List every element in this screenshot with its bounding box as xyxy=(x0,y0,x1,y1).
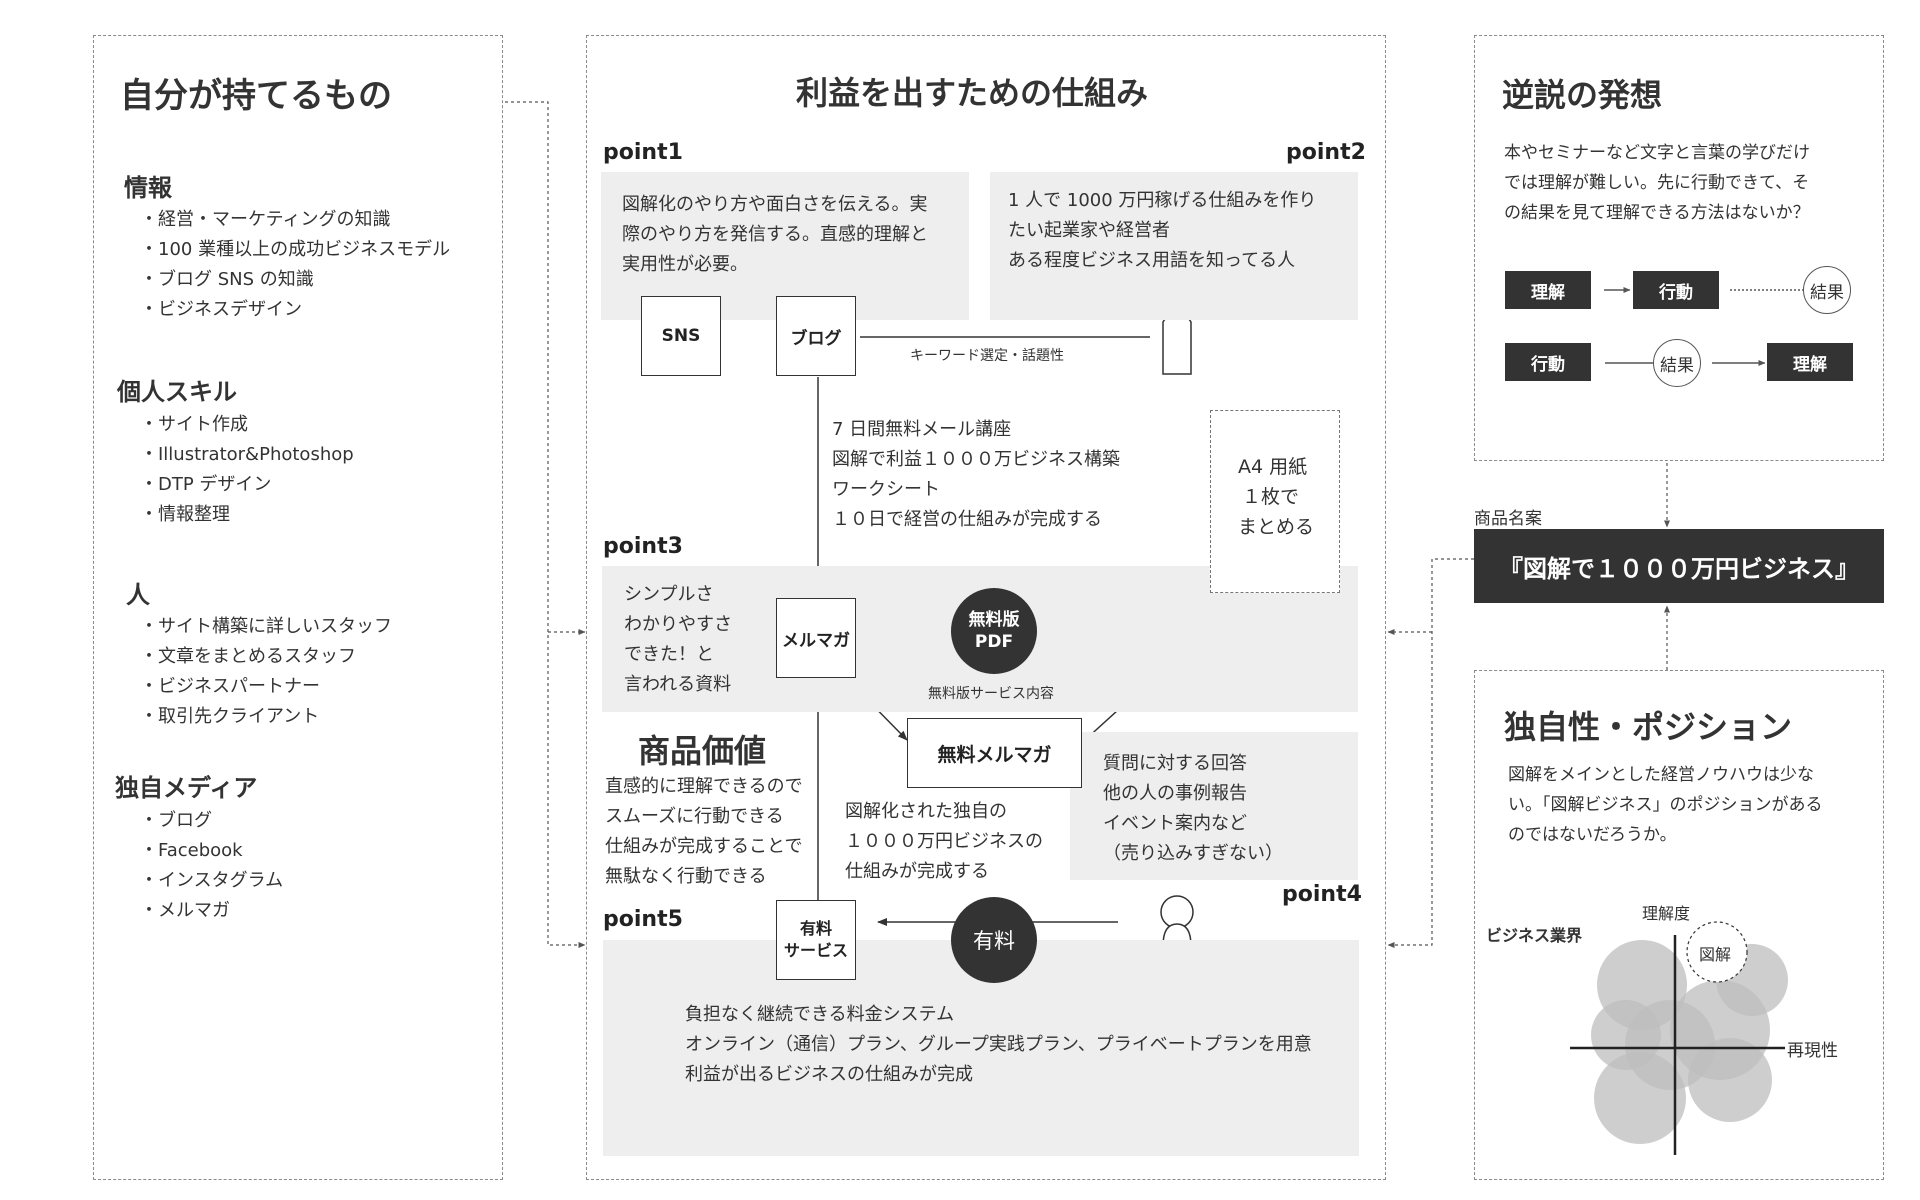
point4-text: 質問に対する回答 他の人の事例報告 イベント案内など （売り込みすぎない） xyxy=(1103,753,1283,864)
point1-area xyxy=(601,172,969,320)
point1-text: 図解化のやり方や面白さを伝える。実 際のやり方を発信する。直感的理解と 実用性が… xyxy=(622,194,928,275)
a4-note-box xyxy=(1210,410,1340,593)
product-name-banner: 『図解で１０００万円ビジネス』 xyxy=(1474,529,1884,603)
list-item: 情報整理 xyxy=(140,500,354,530)
business-industry-label: ビジネス業界 xyxy=(1486,926,1583,945)
section-heading-people: 人 xyxy=(126,581,150,609)
skills-list: サイト作成 Illustrator&Photoshop DTP デザイン 情報整… xyxy=(140,410,354,530)
list-item: サイト構築に詳しいスタッフ xyxy=(140,612,392,642)
point4-label: point4 xyxy=(1282,882,1362,907)
position-title: 独自性・ポジション xyxy=(1504,708,1793,746)
left-panel xyxy=(93,35,503,1180)
paid-circle: 有料 xyxy=(951,897,1037,983)
result-circle: 結果 xyxy=(1803,266,1851,314)
list-item: 経営・マーケティングの知識 xyxy=(140,205,450,235)
understand-tag-2: 理解 xyxy=(1767,343,1853,381)
point5-label: point5 xyxy=(603,907,683,932)
point2-text: 1 人で 1000 万円稼げる仕組みを作り たい起業家や経営者 ある程度ビジネス… xyxy=(1008,190,1317,271)
a4-note-text: A4 用紙 １枚で まとめる xyxy=(1238,456,1315,538)
paradox-panel xyxy=(1474,35,1884,461)
list-item: Illustrator&Photoshop xyxy=(140,440,354,470)
section-heading-info: 情報 xyxy=(124,174,172,202)
center-panel-title: 利益を出すための仕組み xyxy=(796,74,1149,112)
free-merumaga-box: 無料メルマガ xyxy=(907,718,1082,788)
free-pdf-circle: 無料版 PDF xyxy=(951,588,1037,674)
paradox-text: 本やセミナーなど文字と言葉の学びだけ では理解が難しい。先に行動できて、そ の結… xyxy=(1504,143,1810,223)
list-item: ブログ SNS の知識 xyxy=(140,265,450,295)
paid-service-box: 有料 サービス xyxy=(776,900,856,980)
list-item: 100 業種以上の成功ビジネスモデル xyxy=(140,235,450,265)
point3-text: シンプルさ わかりやすさ できた！と 言われる資料 xyxy=(624,584,732,695)
free-service-label: 無料版サービス内容 xyxy=(928,686,1054,702)
list-item: 取引先クライアント xyxy=(140,702,392,732)
position-panel xyxy=(1474,670,1884,1180)
list-item: ブログ xyxy=(140,806,283,836)
keyword-label: キーワード選定・話題性 xyxy=(910,348,1064,364)
media-list: ブログ Facebook インスタグラム メルマガ xyxy=(140,806,283,926)
mail-course-text: 7 日間無料メール講座 図解で利益１０００万ビジネス構築 ワークシート １０日で… xyxy=(832,419,1120,530)
point5-text: 負担なく継続できる料金システム オンライン（通信）プラン、グループ実践プラン、プ… xyxy=(685,1004,1312,1085)
list-item: メルマガ xyxy=(140,896,283,926)
list-item: 文章をまとめるスタッフ xyxy=(140,642,392,672)
zukai-bubble-label: 図解 xyxy=(1699,945,1732,964)
position-text: 図解をメインとした経営ノウハウは少な い。「図解ビジネス」のポジションがある の… xyxy=(1508,765,1823,845)
product-value-heading: 商品価値 xyxy=(638,732,767,770)
merumaga-box: メルマガ xyxy=(776,598,856,678)
list-item: インスタグラム xyxy=(140,866,283,896)
info-list: 経営・マーケティングの知識 100 業種以上の成功ビジネスモデル ブログ SNS… xyxy=(140,205,450,325)
point2-label: point2 xyxy=(1286,140,1366,165)
action-tag-2: 行動 xyxy=(1505,343,1591,381)
paradox-title: 逆説の発想 xyxy=(1502,76,1663,114)
people-list: サイト構築に詳しいスタッフ 文章をまとめるスタッフ ビジネスパートナー 取引先ク… xyxy=(140,612,392,732)
list-item: Facebook xyxy=(140,836,283,866)
understand-tag: 理解 xyxy=(1505,271,1591,309)
section-heading-media: 独自メディア xyxy=(115,774,258,802)
left-panel-title: 自分が持てるもの xyxy=(120,76,392,116)
point2-area xyxy=(990,172,1358,320)
point1-label: point1 xyxy=(603,140,683,165)
list-item: サイト作成 xyxy=(140,410,354,440)
list-item: ビジネスデザイン xyxy=(140,295,450,325)
list-item: DTP デザイン xyxy=(140,470,354,500)
point3-label: point3 xyxy=(603,534,683,559)
product-name-label: 商品名案 xyxy=(1474,509,1542,529)
axis-understanding-label: 理解度 xyxy=(1642,904,1691,923)
zukai-result-text: 図解化された独自の １０００万円ビジネスの 仕組みが完成する xyxy=(845,801,1043,882)
center-panel xyxy=(586,35,1386,1180)
axis-reproducibility-label: 再現性 xyxy=(1787,1041,1838,1061)
point4-area xyxy=(1070,732,1358,880)
sns-box: SNS xyxy=(641,296,721,376)
section-heading-skills: 個人スキル xyxy=(117,378,237,406)
product-value-text: 直感的に理解できるので スムーズに行動できる 仕組みが完成することで 無駄なく行… xyxy=(605,776,803,887)
blog-box: ブログ xyxy=(776,296,856,376)
action-tag: 行動 xyxy=(1633,271,1719,309)
list-item: ビジネスパートナー xyxy=(140,672,392,702)
result-circle-2: 結果 xyxy=(1653,339,1701,387)
